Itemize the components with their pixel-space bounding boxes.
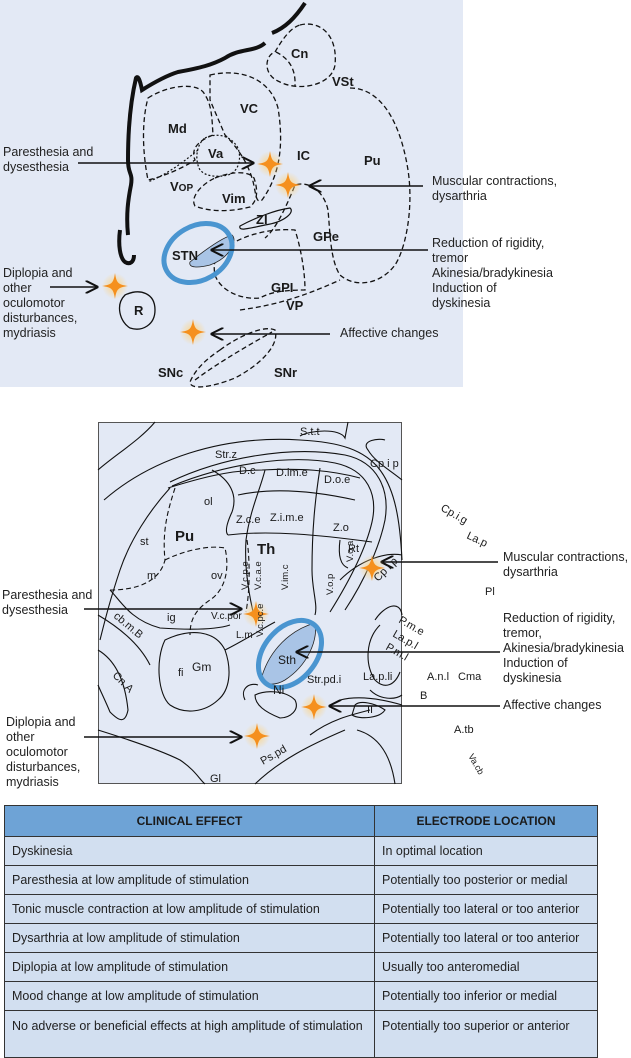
region-snc-snr: [189, 328, 277, 388]
label-lap: La.p: [465, 530, 489, 550]
cell-effect: Diplopia at low amplitude of stimulation: [4, 952, 375, 982]
ventricle-border: [125, 1, 307, 236]
cell-effect: Dysarthria at low amplitude of stimulati…: [4, 923, 375, 953]
label-gpi: GPI: [271, 280, 293, 295]
cell-effect: No adverse or beneficial effects at high…: [4, 1010, 375, 1058]
label-pl: Pl: [485, 586, 495, 598]
label-stn: STN: [172, 248, 198, 263]
label-md: Md: [168, 121, 187, 136]
cell-effect: Tonic muscle contraction at low amplitud…: [4, 894, 375, 924]
star-marker: [180, 319, 206, 345]
annotation-rigidity-mid: Reduction of rigidity, tremor, Akinesia/…: [503, 611, 624, 685]
cell-effect: Dyskinesia: [4, 836, 375, 866]
label-snr: SNr: [274, 365, 297, 380]
cell-location: Potentially too superior or anterior: [374, 1010, 598, 1058]
region-vim: [193, 172, 258, 212]
label-vp: VP: [286, 298, 304, 313]
region-cn: [266, 23, 336, 88]
table-row: No adverse or beneficial effects at high…: [4, 1010, 598, 1058]
label-ic: IC: [297, 148, 311, 163]
cell-effect: Mood change at low amplitude of stimulat…: [4, 981, 375, 1011]
label-vst: VSt: [332, 74, 354, 89]
label-r: R: [134, 303, 144, 318]
region-vc: [209, 72, 282, 202]
label-pu: Pu: [364, 153, 381, 168]
region-snr-inner: [194, 331, 273, 381]
region-cn-inner: [275, 51, 296, 87]
label-gpe: GPe: [313, 229, 339, 244]
cell-location: Potentially too lateral or too anterior: [374, 894, 598, 924]
ventricle-border-lower: [117, 229, 136, 266]
table-row: Paresthesia at low amplitude of stimulat…: [4, 865, 598, 895]
label-va: Va: [208, 146, 224, 161]
label-vop: VOP: [170, 179, 193, 194]
table-row: Mood change at low amplitude of stimulat…: [4, 981, 598, 1011]
annotation-diplopia-mid: Diplopia and other oculomotor disturbanc…: [6, 715, 81, 789]
label-cma: Cma: [458, 671, 482, 683]
annotation-muscular: Muscular contractions, dysarthria: [432, 174, 558, 203]
top-diagram: Cn VSt VC Md Va VOP Vim IC Pu ZI STN GPe…: [50, 1, 428, 388]
annotation-rigidity: Reduction of rigidity, tremor Akinesia/b…: [432, 236, 553, 310]
table-row: Dysarthria at low amplitude of stimulati…: [4, 923, 598, 953]
annotation-affective: Affective changes: [340, 326, 439, 340]
annotation-paresthesia-mid: Paresthesia and dysesthesia: [2, 588, 93, 617]
label-cn: Cn: [291, 46, 308, 61]
table-row: Tonic muscle contraction at low amplitud…: [4, 894, 598, 924]
star-marker: [275, 172, 301, 198]
label-cpig: Cp.i.g: [439, 502, 470, 527]
cell-location: Potentially too inferior or medial: [374, 981, 598, 1011]
column-header-electrode-location: ELECTRODE LOCATION: [374, 805, 598, 837]
annotation-diplopia: Diplopia and other oculomotor disturbanc…: [3, 266, 78, 340]
table-row: Diplopia at low amplitude of stimulation…: [4, 952, 598, 982]
middle-diagram-panel: [98, 422, 402, 784]
star-marker: [257, 151, 283, 177]
star-marker: [102, 273, 128, 299]
region-zi: [239, 207, 292, 230]
table-row: Dyskinesia In optimal location: [4, 836, 598, 866]
region-gpi: [213, 229, 306, 299]
label-atb: A.tb: [454, 724, 474, 736]
label-b: B: [420, 690, 427, 702]
annotation-paresthesia: Paresthesia and dysesthesia: [3, 145, 94, 174]
label-vc: VC: [240, 101, 259, 116]
column-header-clinical-effect: CLINICAL EFFECT: [4, 805, 375, 837]
cell-location: Usually too anteromedial: [374, 952, 598, 982]
cell-location: Potentially too lateral or too anterior: [374, 923, 598, 953]
region-vop-line: [147, 149, 199, 183]
label-zi: ZI: [256, 212, 268, 227]
cell-location: In optimal location: [374, 836, 598, 866]
region-gpe: [264, 87, 411, 284]
table-header-row: CLINICAL EFFECT ELECTRODE LOCATION: [4, 805, 598, 837]
region-vp: [239, 279, 341, 311]
label-anl: A.n.l: [427, 671, 449, 683]
stn-ring: [161, 220, 235, 286]
region-md: [142, 85, 214, 181]
cell-location: Potentially too posterior or medial: [374, 865, 598, 895]
region-r: [118, 291, 156, 330]
label-snc: SNc: [158, 365, 183, 380]
cell-effect: Paresthesia at low amplitude of stimulat…: [4, 865, 375, 895]
region-va: [196, 134, 241, 177]
clinical-effects-table: CLINICAL EFFECT ELECTRODE LOCATION Dyski…: [4, 805, 598, 1058]
top-diagram-panel: [0, 0, 463, 387]
label-vim: Vim: [222, 191, 246, 206]
label-vacb: Va.cb: [466, 752, 486, 776]
annotation-muscular-mid: Muscular contractions, dysarthria: [503, 550, 629, 579]
annotation-affective-mid: Affective changes: [503, 698, 602, 712]
